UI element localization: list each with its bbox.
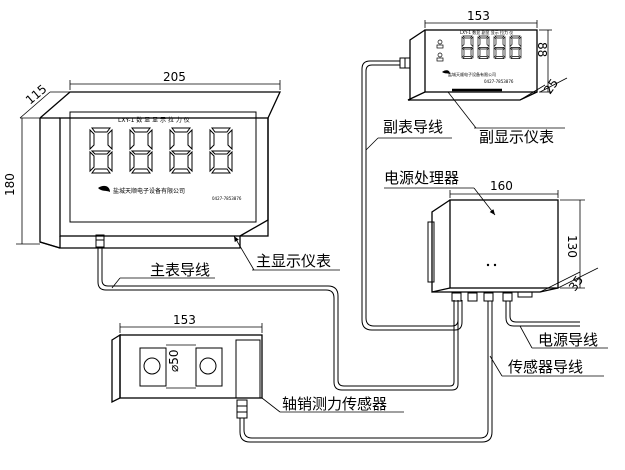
sub-display-unit <box>407 29 538 101</box>
proc-depth-label: 35 <box>566 273 586 294</box>
main-width-dimension <box>69 80 281 90</box>
main-phone-text: 0427-7853876 <box>212 196 242 201</box>
power-cable <box>505 301 580 327</box>
main-model-text: LXY-1 数 显 显 示 拉 力 仪 <box>118 116 190 124</box>
proc-width-dimension <box>449 190 559 198</box>
sub-height-dimension <box>539 29 552 93</box>
axle-sensor <box>111 333 263 404</box>
sensor-cable-label: 传感器导线 <box>508 358 583 376</box>
sub-phone-text: 0427-7853876 <box>484 79 514 84</box>
sensor-cable <box>239 301 493 443</box>
power-cable-label: 电源导线 <box>538 331 598 349</box>
sensor-length-label: 153 <box>173 313 196 327</box>
main-company-text: 盐城天顺电子设备有限公司 <box>113 187 185 195</box>
sub-height-label: 88 <box>535 42 549 57</box>
sub-depth-dimension <box>519 77 568 101</box>
sensor-diameter-label: ⌀50 <box>167 350 181 373</box>
main-cable <box>97 247 459 391</box>
main-connector <box>95 234 105 248</box>
sub-logo-icon <box>442 70 450 74</box>
sensor-length-dimension <box>119 323 263 333</box>
main-display-label: 主显示仪表 <box>256 252 331 270</box>
power-processor-unit <box>427 199 559 293</box>
sub-connector <box>399 57 411 69</box>
processor-label: 电源处理器 <box>384 169 459 187</box>
sensor-connector <box>236 399 248 419</box>
proc-height-dimension <box>560 199 585 289</box>
sub-cable-label: 副表导线 <box>383 118 443 136</box>
main-depth-dimension <box>19 91 70 119</box>
power-processor-dots <box>486 263 497 267</box>
sub-width-dimension <box>424 20 538 28</box>
main-width-label: 205 <box>163 70 186 84</box>
main-cable-label: 主表导线 <box>150 261 210 279</box>
main-logo-icon <box>98 185 110 192</box>
proc-height-label: 130 <box>565 235 579 258</box>
main-depth-label: 115 <box>23 82 50 107</box>
sub-display-label: 副显示仪表 <box>479 128 554 146</box>
main-display-unit <box>39 91 282 249</box>
sub-model-text: LXY-1 数显 副显 显示 拉力 仪 <box>460 29 513 35</box>
sensor-label: 轴销测力传感器 <box>282 395 387 413</box>
processor-connectors <box>451 291 533 302</box>
sub-width-label: 153 <box>467 9 490 23</box>
main-height-label: 180 <box>3 173 17 196</box>
main-height-dimension <box>16 118 40 245</box>
proc-width-label: 160 <box>490 179 513 193</box>
sub-company-text: 盐城天顺电子设备有限公司 <box>448 71 496 77</box>
proc-depth-dimension <box>539 267 599 293</box>
sub-digit-display <box>461 35 522 59</box>
main-digit-display <box>89 127 233 174</box>
sub-cable <box>361 60 463 331</box>
sub-status-icons <box>436 39 444 62</box>
sub-depth-label: 25 <box>541 76 561 97</box>
